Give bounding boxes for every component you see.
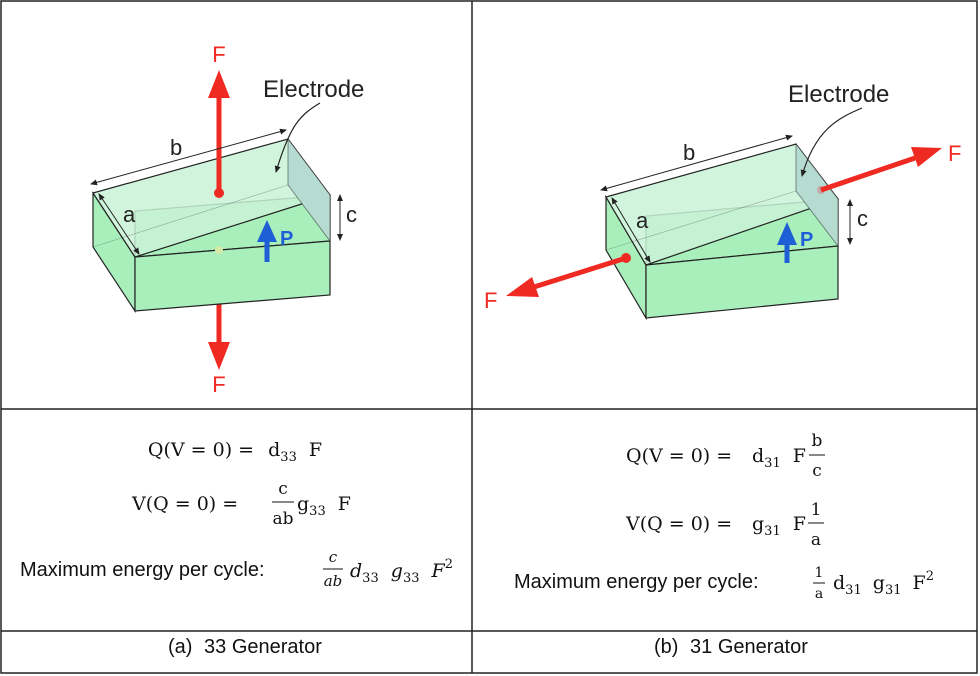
eq-b1-rest: d31 F	[752, 445, 806, 472]
polarization-arrow-head	[257, 220, 277, 242]
eq-a3-rest: d33 g33 F2	[350, 557, 453, 587]
eq-a2-frac-den: ab	[272, 509, 293, 529]
electrode-leader-line	[274, 102, 321, 173]
force-label-left: F	[484, 288, 497, 313]
eq-b2-lhs: V(Q = 0) =	[625, 513, 732, 535]
eq-b1-frac-den: c	[812, 461, 822, 481]
electrode-face	[287, 137, 331, 243]
eq-b2-g-sub: 31	[764, 524, 781, 539]
eq-a3-frac-num: c	[329, 548, 338, 566]
force-arrow-left-shaft	[533, 255, 627, 290]
eq-b1-mid: F	[793, 445, 806, 467]
eq-a1-tail: F	[309, 439, 322, 461]
caption-b-text: 31 Generator	[690, 636, 808, 658]
force-arrow-left-head	[506, 277, 539, 297]
eq-a1-d-sub: 33	[280, 450, 297, 465]
eq-a2-tail: F	[338, 493, 351, 515]
eq-b1-lhs: Q(V = 0) =	[626, 445, 732, 467]
equation-a1: Q(V = 0) = d33 F	[148, 439, 322, 466]
eq-a2-rest: g33 F	[297, 493, 351, 520]
eq-b1-d-sub: 31	[764, 456, 781, 471]
eq-a3-g-sub: 33	[403, 571, 420, 586]
eq-b1-d: d	[752, 445, 764, 467]
eq-b2-g: g	[752, 513, 764, 535]
eq-b3-rest: d31 g31 F2	[833, 569, 934, 599]
block-long-face	[645, 245, 839, 319]
eq-b1-frac-num: b	[812, 431, 823, 451]
panel-a-equations: Q(V = 0) = d33 F V(Q = 0) = c ab g33 F M…	[20, 439, 453, 590]
force-label-top: F	[212, 42, 225, 67]
eq-a1-lhs: Q(V = 0) =	[148, 439, 254, 461]
eq-a2-g-sub: 33	[309, 504, 326, 519]
eq-a3-d: d	[350, 560, 362, 582]
eq-a3-f-sup: 2	[445, 557, 453, 572]
dimension-label-a: a	[123, 202, 136, 227]
eq-b2-mid: F	[793, 513, 806, 535]
dimension-label-a: a	[636, 208, 649, 233]
eq-a1-d: d	[268, 439, 280, 461]
caption-a-text: 33 Generator	[204, 636, 322, 658]
force-contact-bottom	[215, 246, 223, 254]
dimension-label-b: b	[170, 135, 182, 160]
eq-b3-g: g	[873, 572, 885, 594]
force-contact-left	[621, 253, 631, 263]
eq-b3-frac-den: a	[815, 586, 823, 602]
eq-b3-f: F	[913, 572, 926, 594]
caption-b-tag: (b)	[654, 636, 678, 658]
eq-a2-g: g	[297, 493, 309, 515]
force-contact-top	[214, 188, 224, 198]
dimension-line-b	[600, 134, 793, 192]
polarization-arrow-head	[777, 222, 797, 245]
eq-b3-g-sub: 31	[885, 583, 902, 598]
eq-b2-frac-den: a	[811, 530, 821, 550]
dimension-line-a	[98, 193, 140, 255]
eq-b3-d-sub: 31	[845, 583, 862, 598]
eq-a3-g: g	[391, 560, 403, 582]
dimension-line-a	[611, 197, 651, 263]
polarization-label: P	[280, 228, 293, 250]
eq-b2-frac-num: 1	[811, 500, 822, 520]
eq-b3-d: d	[833, 572, 845, 594]
eq-a3-frac-den: ab	[324, 572, 343, 590]
caption-a: (a) 33 Generator	[168, 636, 322, 658]
panel-a-diagram: F F Electrode b a c P	[90, 42, 364, 397]
eq-a3-d-sub: 33	[362, 571, 379, 586]
dimension-line-b	[90, 128, 287, 186]
eq-b3-f-sup: 2	[926, 569, 934, 584]
electrode-label: Electrode	[263, 76, 364, 103]
dimension-label-c: c	[857, 206, 868, 231]
electrode-leader-line	[800, 107, 863, 177]
force-arrow-up-head	[208, 70, 230, 98]
caption-b: (b) 31 Generator	[654, 636, 808, 658]
polarization-label: P	[800, 229, 813, 251]
eq-b2-rest: g31 F	[752, 513, 806, 540]
eq-a3-label: Maximum energy per cycle:	[20, 559, 265, 581]
caption-a-tag: (a)	[168, 636, 192, 658]
force-arrow-right-shaft	[820, 155, 916, 193]
eq-b3-label: Maximum energy per cycle:	[514, 571, 759, 593]
dimension-label-b: b	[683, 140, 695, 165]
eq-a2-lhs: V(Q = 0) =	[131, 493, 238, 515]
dimension-label-c: c	[346, 202, 357, 227]
force-label-right: F	[948, 141, 961, 166]
eq-a3-f: F	[431, 560, 446, 582]
panel-b-diagram: F F Electrode b a c P	[484, 81, 961, 321]
electrode-label: Electrode	[788, 81, 889, 108]
eq-a2-frac-num: c	[278, 479, 288, 499]
force-arrow-down-head	[208, 342, 230, 370]
force-label-bottom: F	[212, 372, 225, 397]
eq-b3-frac-num: 1	[815, 565, 824, 581]
force-arrow-right-head	[911, 147, 942, 167]
panel-b-equations: Q(V = 0) = d31 F b c V(Q = 0) = g31 F 1 …	[514, 431, 934, 602]
